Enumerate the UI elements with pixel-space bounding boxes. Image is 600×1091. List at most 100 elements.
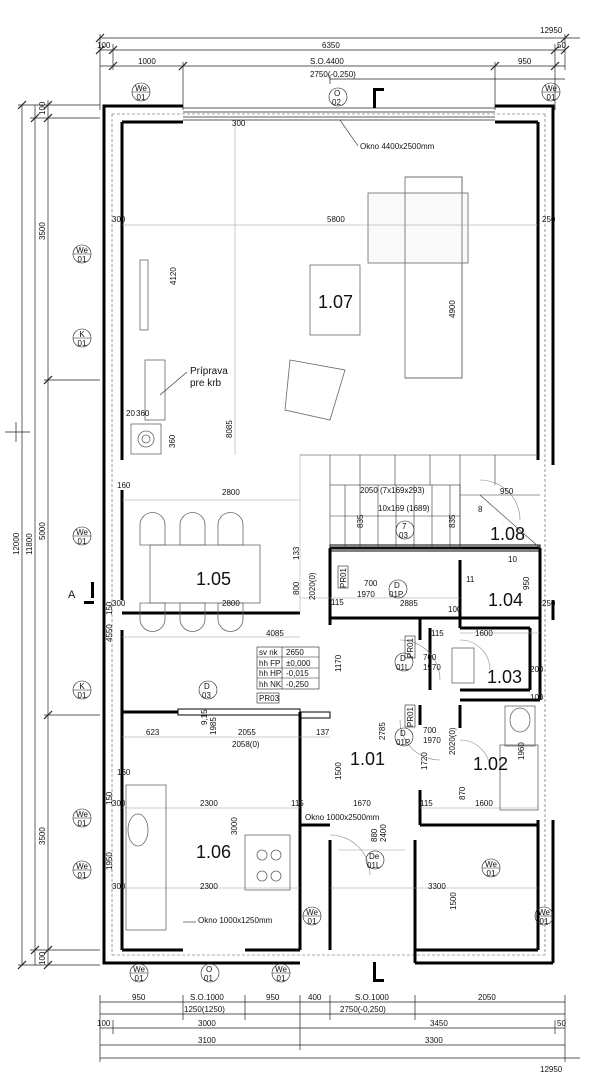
dim-700c: 700 — [423, 726, 437, 735]
dim-160a: 160 — [117, 481, 131, 490]
pr01-tag-a: PR01 — [339, 567, 348, 588]
wall-tag-type: We — [76, 862, 88, 871]
top-dim-ticks — [95, 33, 570, 71]
top-dim-950: 950 — [518, 57, 532, 66]
door-tag-d1-num: 01P — [389, 590, 403, 599]
dim-2058: 2058(0) — [232, 740, 260, 749]
bottom-dim-so1000b: S.O.1000 — [355, 993, 389, 1002]
stair-step-8: 8 — [478, 505, 483, 514]
wall-tag-type: K — [79, 330, 85, 339]
dim-115c: 115 — [420, 799, 433, 808]
dim-2020a: 2020(0) — [308, 572, 317, 600]
level-row-value: -0,250 — [286, 680, 309, 689]
wall-tag-type: We — [306, 908, 318, 917]
room-105: 1.05 — [196, 569, 231, 589]
level-row-label: hh FP — [259, 659, 280, 668]
room-106: 1.06 — [196, 842, 231, 862]
stairs — [300, 454, 541, 549]
left-dim-150a: 150 — [105, 791, 114, 805]
level-pr03: PR03 — [259, 694, 280, 703]
top-dimensions — [99, 34, 580, 110]
dim-1500a: 1500 — [334, 762, 343, 780]
left-dim-3500a: 3500 — [38, 222, 47, 240]
level-row-label: sv nk — [259, 648, 279, 657]
wall-tag-number: 01 — [540, 917, 549, 926]
dim-300d: 300 — [112, 882, 126, 891]
dim-300e: 300 — [232, 119, 246, 128]
dim-1720: 1720 — [420, 752, 429, 770]
left-dimensions — [5, 100, 100, 966]
bottom-dim-400: 400 — [308, 993, 322, 1002]
stair-step-10: 10 — [508, 555, 517, 564]
level-row-label: hh NK — [259, 680, 282, 689]
top-dim-so4400: S.O.4400 — [310, 57, 344, 66]
top-window — [183, 107, 495, 121]
dim-9-15: 9,15 — [200, 709, 209, 725]
door-tag-d1: D — [394, 581, 400, 590]
wall-tag-type: We — [76, 246, 88, 255]
bottom-dimensions — [99, 995, 580, 1062]
window-tag-o1-num: 01 — [204, 974, 213, 983]
dim-250b: 250 — [542, 599, 556, 608]
dim-4085: 4085 — [266, 629, 284, 638]
dim-1985: 1985 — [209, 717, 218, 735]
reference-grid — [122, 122, 540, 889]
furniture — [125, 176, 539, 931]
dim-4900: 4900 — [448, 300, 457, 318]
bottom-dim-3450: 3450 — [430, 1019, 448, 1028]
dim-1970a: 1970 — [357, 590, 375, 599]
bottom-dim-3000: 3000 — [198, 1019, 216, 1028]
wall-tag-number: 01 — [78, 871, 87, 880]
top-dim-6350: 6350 — [322, 41, 340, 50]
door-tag-d2: D — [400, 654, 406, 663]
dim-5800: 5800 — [327, 215, 345, 224]
stair-tag-7-num: 03 — [399, 531, 408, 540]
dim-300b: 300 — [112, 599, 126, 608]
dim-3000: 3000 — [230, 817, 239, 835]
dim-700b: 700 — [423, 653, 437, 662]
leader-okno-top — [339, 119, 359, 147]
left-dim-100b: 100 — [38, 951, 47, 965]
inner-dim-text: 5800 300 250 4120 4900 8085 2800 2800 40… — [105, 119, 556, 910]
dim-115d: 115 — [431, 629, 444, 638]
dim-2800a: 2800 — [222, 488, 240, 497]
bottom-dim-3300: 3300 — [425, 1036, 443, 1045]
door-tag-d3: D — [400, 729, 406, 738]
room-107: 1.07 — [318, 292, 353, 312]
wall-tag-type: We — [76, 810, 88, 819]
note-okno-mid: Okno 1000x2500mm — [305, 813, 380, 822]
dim-880: 880 — [370, 828, 379, 842]
dim-2300a: 2300 — [200, 799, 218, 808]
dim-835a: 835 — [356, 514, 365, 528]
stair-step-11: 11 — [466, 575, 475, 584]
level-table — [256, 646, 320, 704]
wall-tag-number: 01 — [137, 93, 146, 102]
top-dim-100: 100 — [97, 41, 111, 50]
wall-tag-number: 01 — [135, 974, 144, 983]
wall-tag-number: 01 — [277, 974, 286, 983]
level-row-label: hh HP — [259, 669, 281, 678]
dim-137: 137 — [316, 728, 330, 737]
dim-2885: 2885 — [400, 599, 418, 608]
dim-133: 133 — [292, 546, 301, 560]
dim-8085: 8085 — [225, 420, 234, 438]
dim-100b: 100 — [448, 605, 462, 614]
section-label-a: A — [68, 589, 76, 601]
dim-2785: 2785 — [378, 722, 387, 740]
stairs-label: 2050 (7x169x293) — [360, 486, 425, 495]
bottom-dim-3100: 3100 — [198, 1036, 216, 1045]
note-pre-krb: pre krb — [190, 378, 222, 389]
dim-200: 200 — [530, 665, 544, 674]
internal-walls — [122, 546, 542, 963]
door-arcs — [329, 479, 521, 876]
dim-2020b: 2020(0) — [448, 727, 457, 755]
level-row-value: 2650 — [286, 648, 304, 657]
dim-250a: 250 — [542, 215, 556, 224]
leader-priprava — [159, 371, 188, 396]
top-dim-2750: 2750(-0,250) — [310, 70, 356, 79]
top-dim-1000: 1000 — [138, 57, 156, 66]
left-dim-11800: 11800 — [25, 533, 34, 555]
room-103: 1.03 — [487, 667, 522, 687]
bottom-dim-1250: 1250(1250) — [184, 1005, 225, 1014]
